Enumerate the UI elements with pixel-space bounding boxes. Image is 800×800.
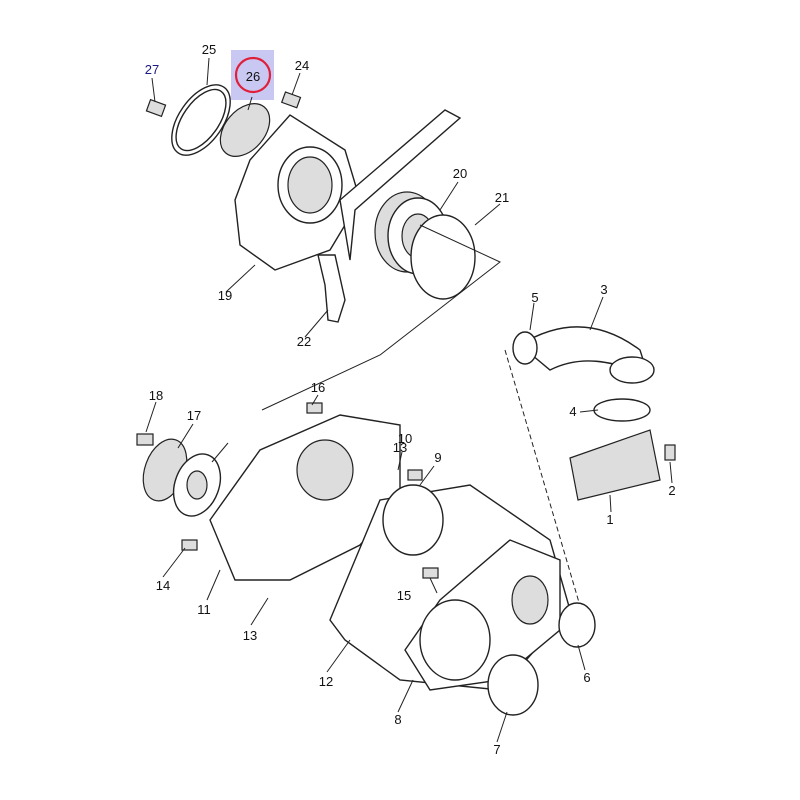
highlight-circle (234, 56, 272, 94)
part-label-13: 13 (243, 628, 257, 643)
part-label-9: 9 (434, 450, 441, 465)
part-label-14: 14 (156, 578, 170, 593)
part-label-2: 2 (668, 483, 675, 498)
part-label-13: 13 (393, 440, 407, 455)
part-24-bracket (317, 254, 346, 323)
part-label-3: 3 (600, 282, 607, 297)
part-label-6: 6 (583, 670, 590, 685)
part-label-21: 21 (495, 190, 509, 205)
part-label-4: 4 (569, 404, 576, 419)
part-label-24: 24 (295, 58, 309, 73)
part-label-16: 16 (311, 380, 325, 395)
part-22-oring (410, 214, 476, 300)
part-label-1: 1 (606, 512, 613, 527)
part-label-18: 18 (149, 388, 163, 403)
leader-lines (145, 57, 673, 743)
part-label-22: 22 (297, 334, 311, 349)
part-label-12: 12 (319, 674, 333, 689)
part-label-20: 20 (453, 166, 467, 181)
part-label-25: 25 (202, 42, 216, 57)
part-27-seal (219, 103, 271, 157)
part-7-cap (487, 654, 539, 716)
part-label-19: 19 (218, 288, 232, 303)
part-label-28: 28 (0, 0, 7, 3)
part-label-15: 15 (397, 588, 411, 603)
part-6-oring (558, 602, 596, 648)
part-label-26: 26 (246, 69, 260, 84)
upper-cover-assembly (145, 84, 501, 411)
part-label-10: 10 (398, 431, 412, 446)
part-1-element (569, 429, 661, 501)
part-label-7: 7 (493, 742, 500, 757)
part-5-clamp (512, 331, 538, 365)
crankcase-cover-assembly (136, 402, 596, 716)
part-label-17: 17 (187, 408, 201, 423)
part-label-11: 11 (197, 602, 211, 617)
part-label-27: 27 (145, 62, 159, 77)
part-label-5: 5 (531, 290, 538, 305)
part-label-8: 8 (394, 712, 401, 727)
part-9-seal (382, 484, 444, 556)
duct-plate (339, 109, 462, 261)
part-number-labels: 1234567891011121313141516171819202122242… (0, 0, 676, 757)
part-4-seal (593, 398, 651, 422)
